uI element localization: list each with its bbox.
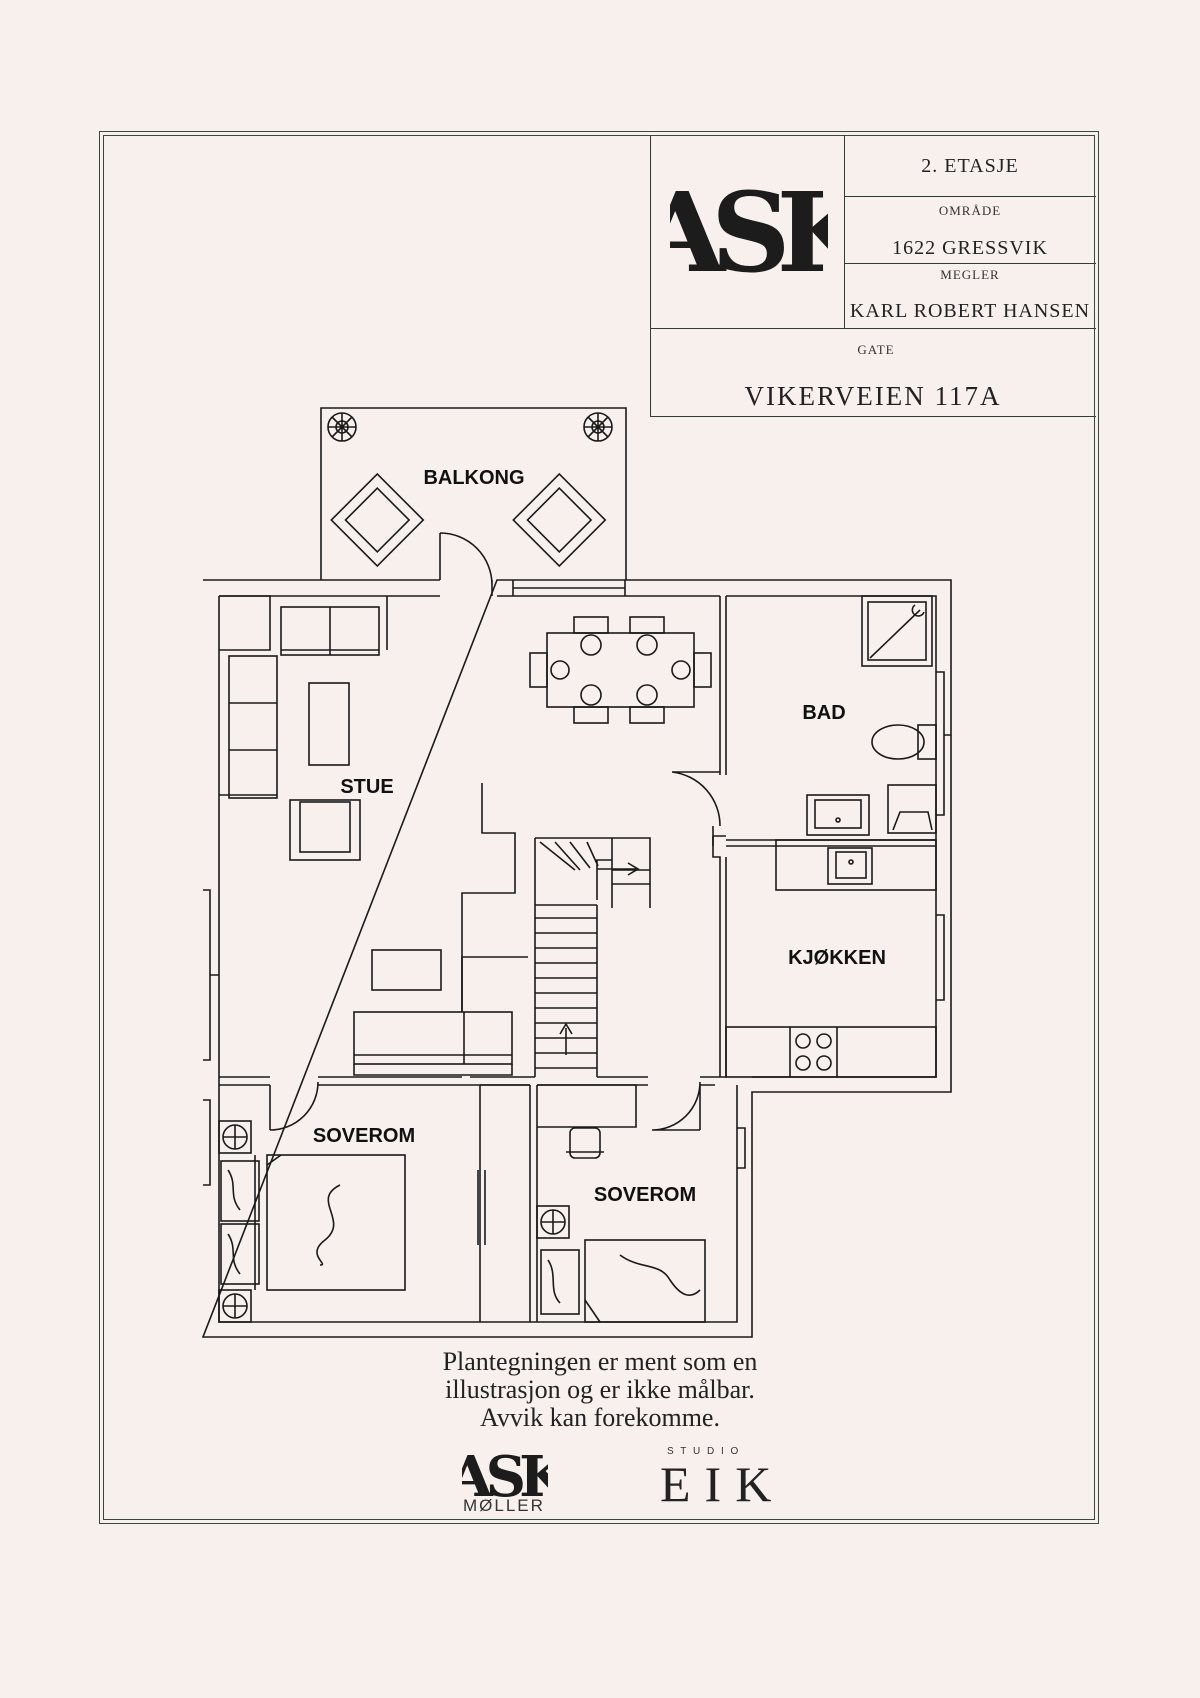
disclaimer-line: Plantegningen er ment som en xyxy=(442,1347,758,1376)
corner-cabinet xyxy=(219,595,271,651)
west-window xyxy=(203,889,219,1061)
bath-kitchen-wall xyxy=(726,839,936,847)
east-window-kitchen xyxy=(936,914,945,1001)
balcony-window xyxy=(512,580,626,596)
agent-label: MEGLER xyxy=(940,267,1000,282)
street-label: GATE xyxy=(857,342,895,357)
shelf xyxy=(461,956,528,1012)
disclaimer-line: illustrasjon og er ikke målbar. xyxy=(445,1375,755,1404)
room-label-bad: BAD xyxy=(802,702,845,724)
nightstand xyxy=(218,1120,252,1154)
desk xyxy=(537,1084,637,1128)
bath-sink xyxy=(806,794,870,836)
ask-moller-logo-text: ASK xyxy=(462,1448,548,1500)
desk-chair xyxy=(566,1127,604,1159)
wardrobe-door xyxy=(477,1170,486,1245)
room-label-kjokken: KJØKKEN xyxy=(788,947,886,969)
plant-pot xyxy=(327,412,357,442)
bedroom1-door xyxy=(269,1081,319,1131)
wardrobe-wall xyxy=(479,1084,538,1322)
floor-value: 2. ETASJE xyxy=(921,155,1019,177)
bed-double xyxy=(254,1154,406,1291)
room-label-stue: STUE xyxy=(340,776,393,798)
tv-table xyxy=(371,949,442,991)
stair-arrow xyxy=(597,862,640,876)
title-block-divider xyxy=(844,135,845,328)
balcony-chair xyxy=(512,472,607,568)
title-block xyxy=(650,135,1096,417)
disclaimer-line: Avvik kan forekomme. xyxy=(480,1403,720,1432)
ask-moller-sub: MØLLER xyxy=(463,1496,545,1515)
agent-value: KARL ROBERT HANSEN xyxy=(849,300,1091,322)
title-block-rule xyxy=(844,196,1096,197)
title-block-rule xyxy=(650,328,1096,329)
bath-wall xyxy=(719,596,727,775)
eik-logo: EIK xyxy=(660,1456,786,1512)
east-window-bedroom xyxy=(737,1127,746,1169)
west-window-bedroom xyxy=(203,1099,211,1186)
nightstand xyxy=(218,1289,252,1323)
dining-table xyxy=(529,616,712,724)
room-label-balkong: BALKONG xyxy=(423,467,524,489)
street-value: VIKERVEIEN 117A xyxy=(744,381,1002,411)
area-label: OMRÅDE xyxy=(938,203,1002,218)
balcony-chair xyxy=(330,472,425,568)
laundry xyxy=(887,784,937,834)
sofa-top xyxy=(280,596,388,656)
balcony-outline xyxy=(320,407,627,580)
kitchen-counter-top xyxy=(775,839,937,891)
studio-label: S T U D I O xyxy=(667,1446,741,1457)
title-block-rule xyxy=(844,263,1096,264)
shower xyxy=(861,595,933,667)
pillow xyxy=(540,1249,580,1315)
kitchen-wall xyxy=(712,826,727,1078)
sofa-left xyxy=(219,655,278,799)
bedroom2-door xyxy=(651,1081,701,1131)
room-label-soverom-1: SOVEROM xyxy=(313,1125,415,1147)
room-label-soverom-2: SOVEROM xyxy=(594,1184,696,1206)
ask-moller-logo: ASK xyxy=(462,1448,548,1500)
east-window-bath xyxy=(936,671,951,816)
coffee-table xyxy=(308,682,350,766)
ask-logo-mark: ASK xyxy=(670,185,828,277)
staircase xyxy=(461,783,651,1077)
pillow xyxy=(220,1223,260,1285)
ask-logo-text: ASK xyxy=(670,185,828,277)
nightstand xyxy=(536,1205,570,1239)
bath-door xyxy=(671,771,721,827)
armchair xyxy=(289,799,361,861)
plant-pot xyxy=(583,412,613,442)
pillow xyxy=(220,1160,260,1222)
east-wall-inner xyxy=(726,595,937,1078)
kitchen-counter-bottom xyxy=(725,1026,937,1078)
disclaimer: Plantegningen er ment som en illustrasjo… xyxy=(380,1348,820,1432)
bed-single xyxy=(584,1239,706,1323)
balcony-door xyxy=(439,532,493,596)
area-value: 1622 GRESSVIK xyxy=(892,237,1048,259)
outer-frame xyxy=(99,131,1099,1524)
stair-up-arrow xyxy=(559,1022,573,1055)
toilet xyxy=(871,724,937,760)
inner-frame xyxy=(103,135,1095,1520)
sofa-bottom xyxy=(353,1011,513,1076)
wall-jog xyxy=(712,835,726,846)
west-wall-inner xyxy=(218,596,738,1323)
